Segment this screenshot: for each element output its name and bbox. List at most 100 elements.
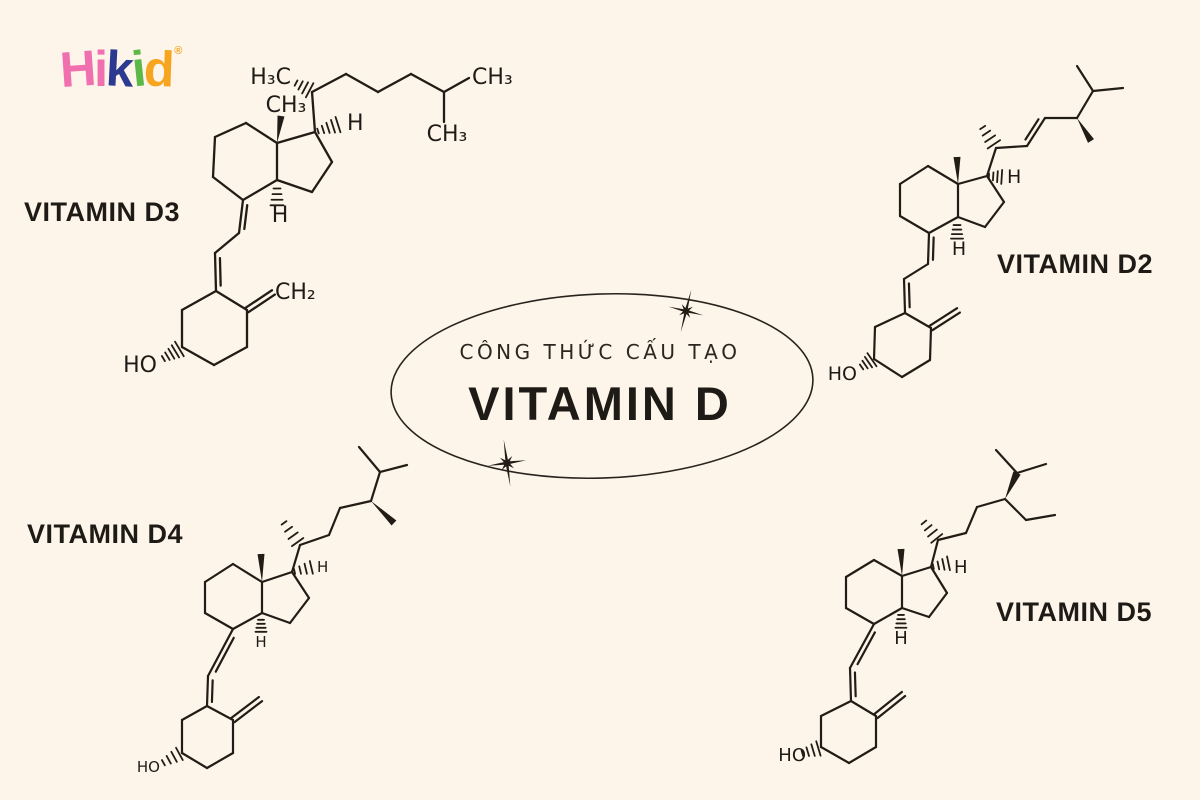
bond [900,565,933,578]
bond [376,72,413,94]
bond [853,671,857,698]
bond [849,699,878,718]
vitamin-d2-label: VITAMIN D2 [997,249,1154,279]
bond [876,694,907,720]
bond [180,751,209,770]
bond [409,72,446,94]
bond [180,704,209,722]
bond [920,519,928,526]
bond [344,72,380,94]
bond [213,121,248,139]
bond [325,121,331,134]
bond [1000,169,1004,185]
bond [985,174,1006,204]
atom-label: CH₃ [266,93,307,118]
bond [308,560,314,575]
bond [956,215,987,229]
bond [244,121,279,145]
atom-label: H [954,557,968,578]
bond [211,175,245,202]
bond [212,345,249,367]
bond [241,178,279,202]
atom-label: CH₃ [472,65,513,90]
atom-label: HO [828,363,857,385]
bond [956,174,989,186]
bond [293,79,299,87]
bond [334,116,342,134]
sparkle-star-icon [668,289,704,333]
bond [985,146,998,178]
bond [214,289,249,312]
bond [164,351,171,361]
bond [872,325,877,361]
bond [310,72,348,94]
bond [964,505,979,535]
bond [936,531,968,542]
bond [984,134,997,143]
bond [815,740,822,757]
bond [946,555,951,572]
bond [230,695,261,720]
bond [167,347,176,360]
bond [303,562,308,575]
structure-caption: CÔNG THỨC CẤU TẠO [459,340,741,364]
bond [170,344,180,359]
bond [338,499,373,510]
bond [175,746,184,761]
bond [1025,116,1047,148]
bond [800,749,805,758]
bond [291,537,305,548]
bond [927,215,960,235]
atom-label: CH₂ [275,280,316,305]
atom-label: H [952,238,966,260]
wedge-bond [1077,118,1094,143]
bond [218,257,222,287]
bond [927,528,938,538]
bond [941,558,946,571]
bond [213,231,241,255]
bond [275,178,314,194]
bond [165,755,172,765]
bond [231,562,264,584]
bond [903,311,933,330]
wedge-bond [277,115,285,143]
bond [310,90,317,134]
atom-label: CH₃ [427,122,468,147]
bond [929,538,940,569]
bond [161,759,166,767]
bond [936,560,941,571]
bond [996,170,999,184]
atom-label: H [1007,166,1021,188]
hikid-logo: Hikid® [58,40,182,104]
bond [1024,118,1040,141]
atom-label: HO [778,745,806,766]
bond [310,160,334,194]
atom-label: H [894,628,908,649]
bond [926,164,960,186]
bond [848,666,853,703]
wedge-bond [897,548,905,576]
bond [260,611,292,625]
bond [369,470,382,503]
bond [931,311,962,332]
poster-title: VITAMIN D [468,377,732,430]
bond [293,568,296,575]
bond [301,81,309,95]
bond [931,563,935,570]
bond [898,214,931,235]
bond [861,359,869,370]
bond [290,543,302,574]
bond [290,570,311,600]
bond [280,520,288,526]
bond [298,533,331,547]
bond [237,198,245,235]
bond [243,204,249,231]
bond [330,119,336,134]
atom-label: HO [123,353,157,378]
bond [442,76,471,94]
bond [327,506,342,537]
atom-label: HO [137,758,160,776]
bond [866,352,878,368]
